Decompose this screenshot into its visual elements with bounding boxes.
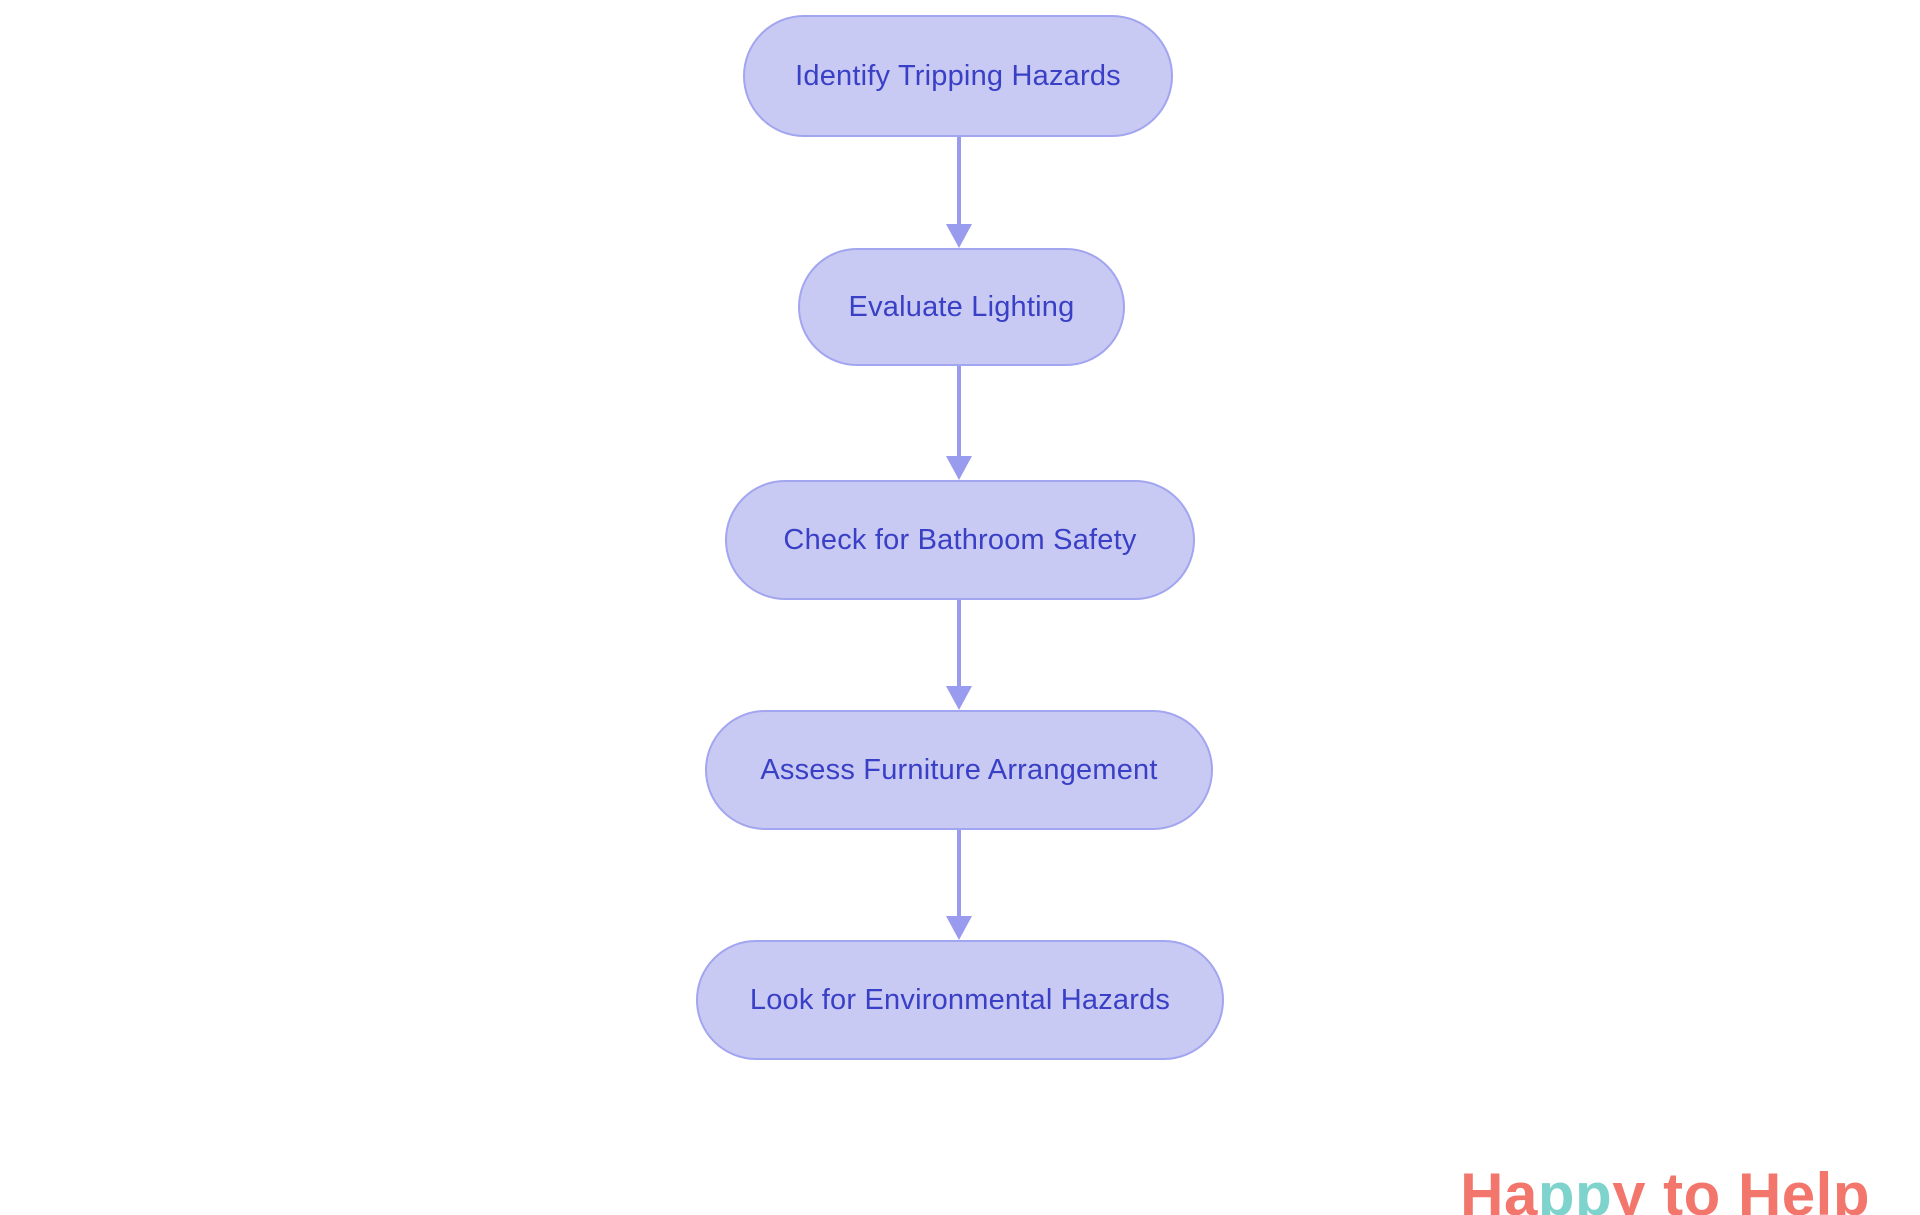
logo-text-help: Help [1737,1161,1870,1215]
flow-arrow-3 [946,600,972,710]
arrow-down-icon [946,224,972,248]
flow-arrow-4 [946,830,972,940]
flow-arrow-2 [946,366,972,480]
flow-node-look-for-environmental-hazards[interactable]: Look for Environmental Hazards [696,940,1224,1060]
node-label: Identify Tripping Hazards [795,59,1121,92]
arrow-down-icon [946,916,972,940]
node-label: Look for Environmental Hazards [749,983,1171,1016]
flow-node-identify-tripping-hazards[interactable]: Identify Tripping Hazards [743,15,1173,137]
logo-text-y-to: y to [1612,1161,1738,1215]
flow-node-assess-furniture-arrangement[interactable]: Assess Furniture Arrangement [705,710,1213,830]
node-label: Check for Bathroom Safety [783,523,1137,556]
node-label: Assess Furniture Arrangement [760,753,1158,786]
arrow-line [957,137,961,224]
logo-text-ha: Ha [1460,1161,1538,1215]
flow-node-evaluate-lighting[interactable]: Evaluate Lighting [798,248,1125,366]
arrow-line [957,600,961,686]
logo-text-pp: pp [1537,1161,1613,1215]
arrow-down-icon [946,456,972,480]
arrow-line [957,366,961,456]
flow-arrow-1 [946,137,972,248]
arrow-down-icon [946,686,972,710]
flow-node-check-for-bathroom-safety[interactable]: Check for Bathroom Safety [725,480,1195,600]
arrow-line [957,830,961,916]
node-label: Evaluate Lighting [848,290,1075,323]
